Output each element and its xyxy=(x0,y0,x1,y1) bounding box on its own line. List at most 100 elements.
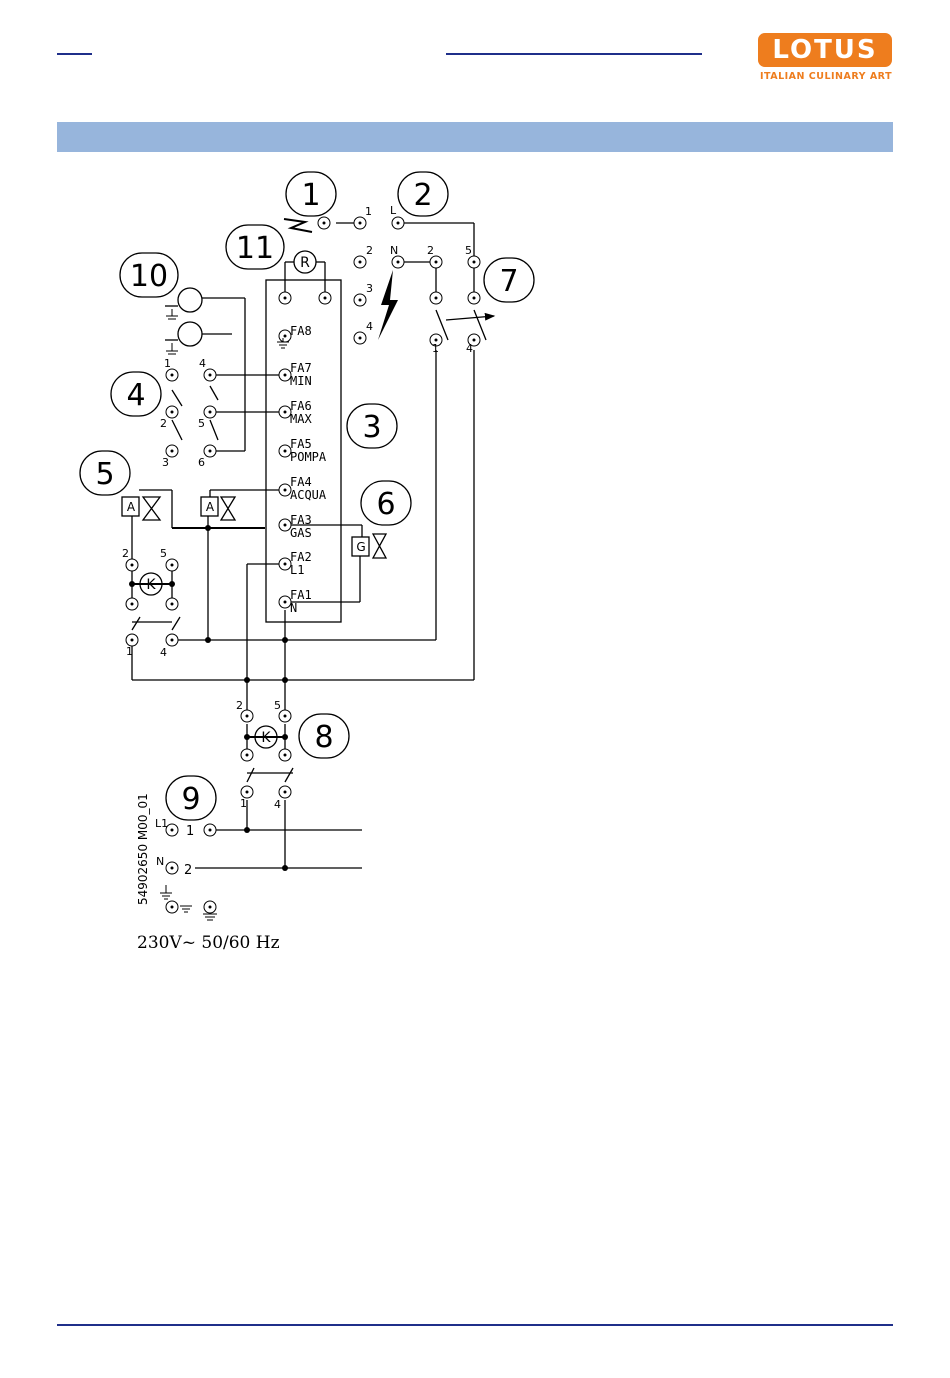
valve-g-letter: G xyxy=(356,540,365,554)
terminal-center xyxy=(284,489,286,491)
terminal-center xyxy=(324,297,326,299)
fa6-name: MAX xyxy=(290,412,312,426)
terminal-center xyxy=(171,867,173,869)
k8-label-1: 1 xyxy=(240,797,247,810)
term-label-7-1: 1 xyxy=(432,342,439,355)
terminal-center xyxy=(284,791,286,793)
terminal-center xyxy=(397,261,399,263)
terminal-center xyxy=(209,829,211,831)
terminal-center xyxy=(284,411,286,413)
term-label-7-4: 4 xyxy=(466,342,473,355)
supply-label-l1: L1 xyxy=(155,817,168,830)
terminal-center xyxy=(473,297,475,299)
term-label-3: 3 xyxy=(366,282,373,295)
terminal-center xyxy=(209,374,211,376)
terminal-center xyxy=(284,524,286,526)
valve-a-left-letter: A xyxy=(127,500,136,514)
terminal-center xyxy=(359,261,361,263)
fa2-code: FA2 xyxy=(290,550,312,564)
sw4-label-1: 1 xyxy=(164,357,171,370)
terminal-center xyxy=(171,829,173,831)
terminal-center xyxy=(131,639,133,641)
sw4-label-3: 3 xyxy=(162,456,169,469)
term-label-L: L xyxy=(390,204,397,217)
terminal-center xyxy=(473,261,475,263)
k5-label-2: 2 xyxy=(122,547,129,560)
terminal-center xyxy=(246,715,248,717)
callout-6: 6 xyxy=(376,487,395,522)
lamp-r-letter: R xyxy=(300,255,310,271)
term-label-N: N xyxy=(390,244,398,257)
terminal-center xyxy=(323,222,325,224)
callout-11: 11 xyxy=(236,231,274,266)
callout-10: 10 xyxy=(130,259,168,294)
voltage-label: 230V~ 50/60 Hz xyxy=(137,933,280,953)
terminal-center xyxy=(397,222,399,224)
k5-label-5: 5 xyxy=(160,547,167,560)
callout-2: 2 xyxy=(413,178,432,213)
terminal-center xyxy=(359,222,361,224)
relay-k-bottom-letter: K xyxy=(261,730,271,746)
callout-9: 9 xyxy=(181,782,200,817)
terminal-center xyxy=(359,337,361,339)
terminal-center xyxy=(284,297,286,299)
sw4-label-4: 4 xyxy=(199,357,206,370)
fa4-name: ACQUA xyxy=(290,488,327,502)
fa5-name: POMPA xyxy=(290,450,327,464)
fa5-code: FA5 xyxy=(290,437,312,451)
terminal-center xyxy=(284,563,286,565)
fa4-code: FA4 xyxy=(290,475,312,489)
terminal-center xyxy=(284,715,286,717)
footer-rule xyxy=(57,1324,893,1326)
fa3-code: FA3 xyxy=(290,513,312,527)
terminal-center xyxy=(171,603,173,605)
terminal-center xyxy=(171,639,173,641)
fa7-name: MIN xyxy=(290,374,312,388)
callout-3: 3 xyxy=(362,410,381,445)
probe-10a xyxy=(178,288,202,312)
sw4-label-5: 5 xyxy=(198,417,205,430)
terminal-center xyxy=(209,411,211,413)
term-label-7-2: 2 xyxy=(427,244,434,257)
fa6-code: FA6 xyxy=(290,399,312,413)
fa2-name: L1 xyxy=(290,563,304,577)
terminal-center xyxy=(246,791,248,793)
k8-label-5: 5 xyxy=(274,699,281,712)
valve-a-mid-letter: A xyxy=(206,500,215,514)
probe-10b xyxy=(178,322,202,346)
k5-label-4: 4 xyxy=(160,646,167,659)
supply-label-n: N xyxy=(156,855,164,868)
terminal-center xyxy=(284,335,286,337)
terminal-center xyxy=(435,261,437,263)
supply-label-2: 2 xyxy=(184,863,192,878)
terminal-center xyxy=(473,339,475,341)
callout-4: 4 xyxy=(126,378,145,413)
fa1-code: FA1 xyxy=(290,588,312,602)
k8-label-4: 4 xyxy=(274,798,281,811)
terminal-center xyxy=(171,564,173,566)
doc-code: 54902650 M00_01 xyxy=(136,793,150,905)
callout-7: 7 xyxy=(499,264,518,299)
term-label-2: 2 xyxy=(366,244,373,257)
terminal-center xyxy=(171,374,173,376)
relay-k-left-letter: K xyxy=(146,577,156,593)
terminal-center xyxy=(171,450,173,452)
supply-label-1: 1 xyxy=(186,824,194,839)
term-label-4: 4 xyxy=(366,320,373,333)
term-label-7-5: 5 xyxy=(465,244,472,257)
terminal-center xyxy=(209,906,211,908)
terminal-center xyxy=(435,339,437,341)
callout-1: 1 xyxy=(301,178,320,213)
sw4-label-6: 6 xyxy=(198,456,205,469)
terminal-center xyxy=(131,564,133,566)
terminal-center xyxy=(209,450,211,452)
callout-5: 5 xyxy=(95,457,114,492)
terminal-center xyxy=(284,374,286,376)
sw4-label-2: 2 xyxy=(160,417,167,430)
terminal-center xyxy=(171,411,173,413)
terminal-center xyxy=(246,754,248,756)
fa3-name: GAS xyxy=(290,526,312,540)
terminal-center xyxy=(359,299,361,301)
fa7-code: FA7 xyxy=(290,361,312,375)
